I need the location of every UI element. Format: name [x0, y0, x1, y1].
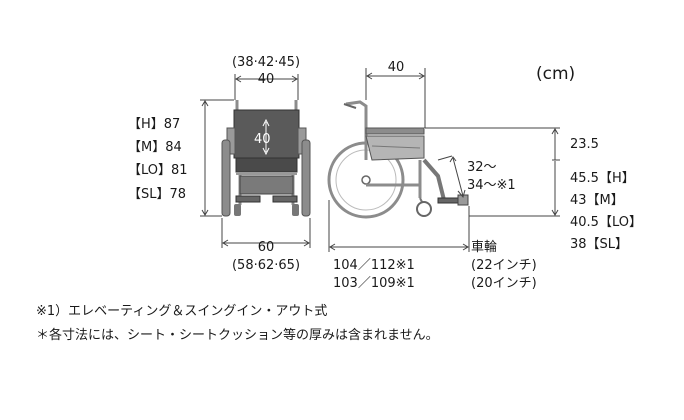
height-sl: 【SL】78 [128, 187, 187, 202]
footrest-range-line2: 34〜※1 [467, 178, 516, 193]
bottom-width-value: 60 [257, 240, 275, 255]
top-width-value: 40 [257, 72, 275, 87]
wheel-size-22: (22インチ) [471, 258, 537, 273]
overall-length-line1: 104／112※1 [333, 258, 415, 273]
height-h: 【H】87 [128, 117, 181, 132]
footrest-range-line1: 32〜 [467, 160, 497, 175]
seat-height-h: 45.5【H】 [570, 171, 635, 186]
front-dimension-lines [200, 74, 311, 248]
height-m: 【M】84 [128, 140, 182, 155]
seat-height-m: 43【M】 [570, 193, 624, 208]
wheel-size-20: (20インチ) [471, 276, 537, 291]
bottom-width-options: (58·62·65) [231, 258, 301, 273]
seat-height-lo: 40.5【LO】 [570, 215, 642, 230]
side-view-wheelchair [327, 100, 469, 219]
armrest-height-value: 23.5 [570, 137, 599, 152]
top-width-options: (38·42·45) [231, 55, 301, 70]
footnote-1: ※1）エレベーティング＆スイングイン・アウト式 [36, 304, 328, 319]
side-dimension-lines [328, 68, 560, 252]
footnote-2: ＊各寸法には、シート・シートクッション等の厚みは含まれません。 [36, 328, 439, 343]
armrest-depth-value: 40 [387, 60, 405, 75]
seat-height-sl: 38【SL】 [570, 237, 629, 252]
wheel-label: 車輪 [471, 240, 498, 255]
front-view-wheelchair [221, 100, 311, 217]
unit-label: (cm) [536, 64, 576, 84]
overall-length-line2: 103／109※1 [333, 276, 415, 291]
height-lo: 【LO】81 [128, 163, 188, 178]
seat-width-value: 40 [254, 132, 271, 147]
